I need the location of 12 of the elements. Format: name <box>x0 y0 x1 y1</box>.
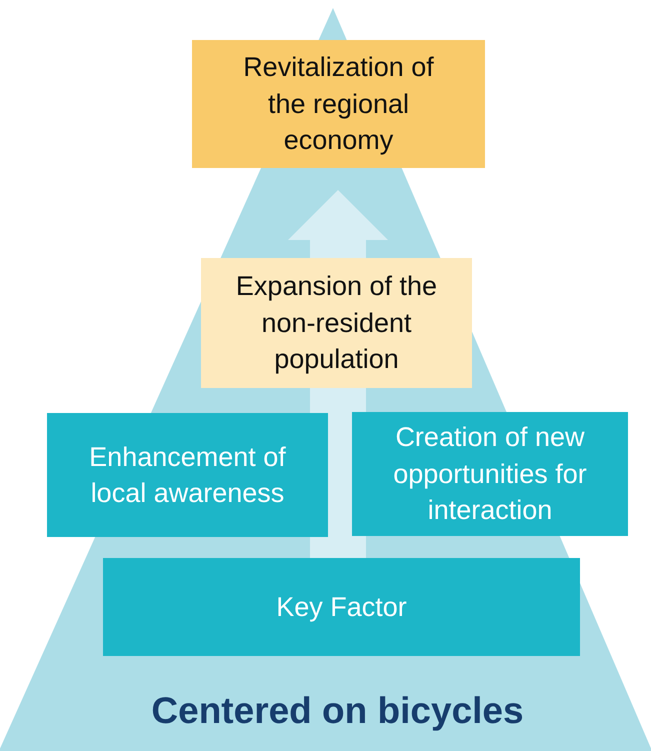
box-label: Enhancement of local awareness <box>88 440 287 510</box>
box-label: Revitalization of the regional economy <box>242 51 435 158</box>
box-label: Key Factor <box>276 590 407 624</box>
effect-box <box>47 413 328 537</box>
box-label: Expansion of the non-resident population <box>234 270 438 376</box>
key-factor-box <box>103 558 580 656</box>
pyramid-caption: Centered on bicycles <box>150 690 525 732</box>
arrow <box>288 190 388 258</box>
effect-box <box>352 412 628 536</box>
outcome-box <box>201 258 472 388</box>
goal-box <box>192 40 485 168</box>
box-label: Creation of new opportunities for interaction <box>392 421 588 528</box>
